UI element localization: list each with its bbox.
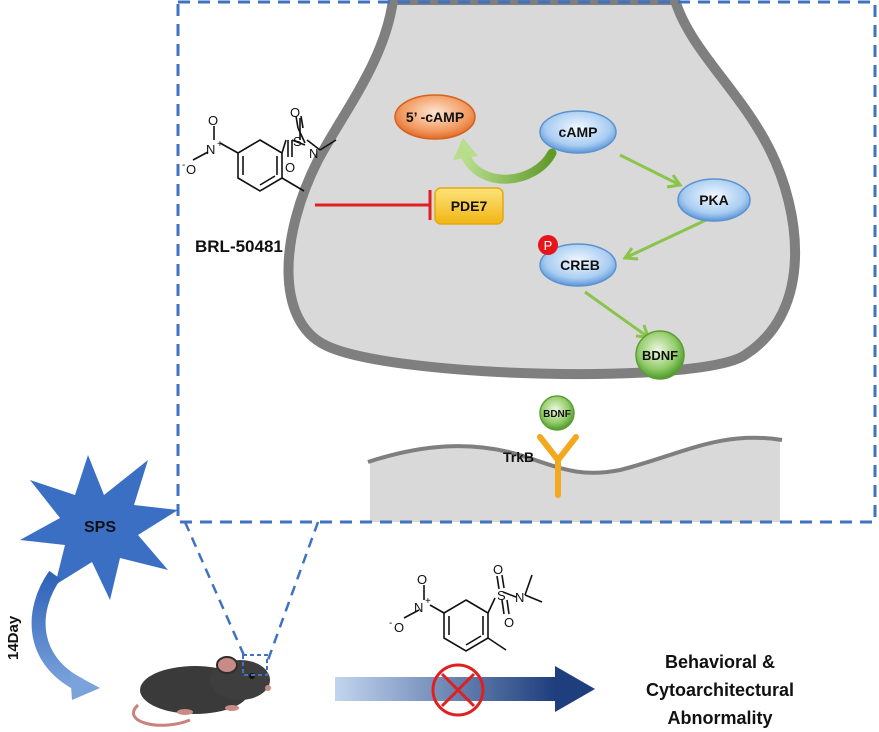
- blocked-icon: [431, 663, 485, 717]
- bound-bdnf: BDNF: [539, 395, 575, 431]
- outcome-line-3: Abnormality: [667, 708, 772, 728]
- node-camp-label: cAMP: [559, 124, 598, 140]
- svg-text:O: O: [290, 105, 300, 120]
- svg-text:S: S: [497, 588, 506, 603]
- zoom-line-left: [183, 521, 248, 661]
- svg-text:O: O: [417, 572, 427, 587]
- svg-text:N: N: [515, 590, 524, 605]
- svg-text:+: +: [217, 139, 223, 150]
- node-bdnf: BDNF: [635, 330, 685, 380]
- hydrolysis-arrow: [453, 138, 557, 184]
- mouse-illustration: [132, 654, 271, 727]
- inhibition-bar: [315, 190, 432, 220]
- drug-structure-top-atoms: S N O O N + O - O: [182, 105, 318, 177]
- bound-bdnf-label: BDNF: [543, 409, 571, 420]
- outcome-line-1: Behavioral &: [665, 652, 775, 672]
- node-camp: cAMP: [539, 110, 617, 154]
- svg-text:O: O: [394, 620, 404, 635]
- sps-label: SPS: [84, 519, 116, 536]
- node-5-camp-label: 5’ -cAMP: [406, 109, 464, 125]
- svg-text:N: N: [414, 600, 423, 615]
- zoom-line-right: [266, 521, 320, 661]
- svg-text:+: +: [425, 596, 431, 607]
- svg-text:O: O: [493, 562, 503, 577]
- node-pde7: PDE7: [434, 187, 504, 225]
- node-bdnf-label: BDNF: [642, 348, 678, 363]
- sps-burst: SPS: [20, 455, 178, 600]
- presynaptic-terminal: [283, 0, 800, 380]
- svg-text:O: O: [186, 162, 196, 177]
- zoom-box: [176, 0, 877, 524]
- svg-text:-: -: [182, 160, 185, 171]
- duration-label: 14Day: [5, 615, 22, 660]
- node-creb: CREB: [539, 243, 617, 287]
- postsynaptic-membrane: [367, 435, 783, 522]
- svg-text:O: O: [504, 615, 514, 630]
- node-creb-label: CREB: [560, 257, 600, 273]
- activation-arrows: [584, 153, 707, 339]
- treatment-arrow: [335, 666, 595, 712]
- outcome-line-2: Cytoarchitectural: [646, 680, 794, 700]
- phosphate-label: P: [544, 238, 553, 253]
- phosphate-marker: P: [538, 235, 558, 255]
- node-pde7-label: PDE7: [451, 198, 488, 214]
- node-pka-label: PKA: [699, 192, 729, 208]
- drug-structure-bottom-atoms: S N O O N + O - O: [389, 562, 524, 635]
- outcome-text: Behavioral & Cytoarchitectural Abnormali…: [646, 652, 794, 728]
- timeline-arrow: [31, 570, 100, 700]
- node-pka: PKA: [677, 178, 751, 222]
- svg-text:N: N: [206, 142, 215, 157]
- drug-name-label: BRL-50481: [195, 237, 283, 256]
- svg-text:O: O: [208, 113, 218, 128]
- drug-structure-bottom: [403, 574, 543, 652]
- trkb-receptor: [537, 434, 579, 498]
- svg-text:N: N: [309, 146, 318, 161]
- node-5-camp: 5’ -cAMP: [394, 94, 476, 140]
- svg-text:-: -: [389, 618, 392, 629]
- drug-structure-top: [192, 115, 337, 192]
- trkb-label: TrkB: [503, 449, 534, 465]
- svg-text:O: O: [285, 160, 295, 175]
- svg-text:S: S: [293, 134, 302, 149]
